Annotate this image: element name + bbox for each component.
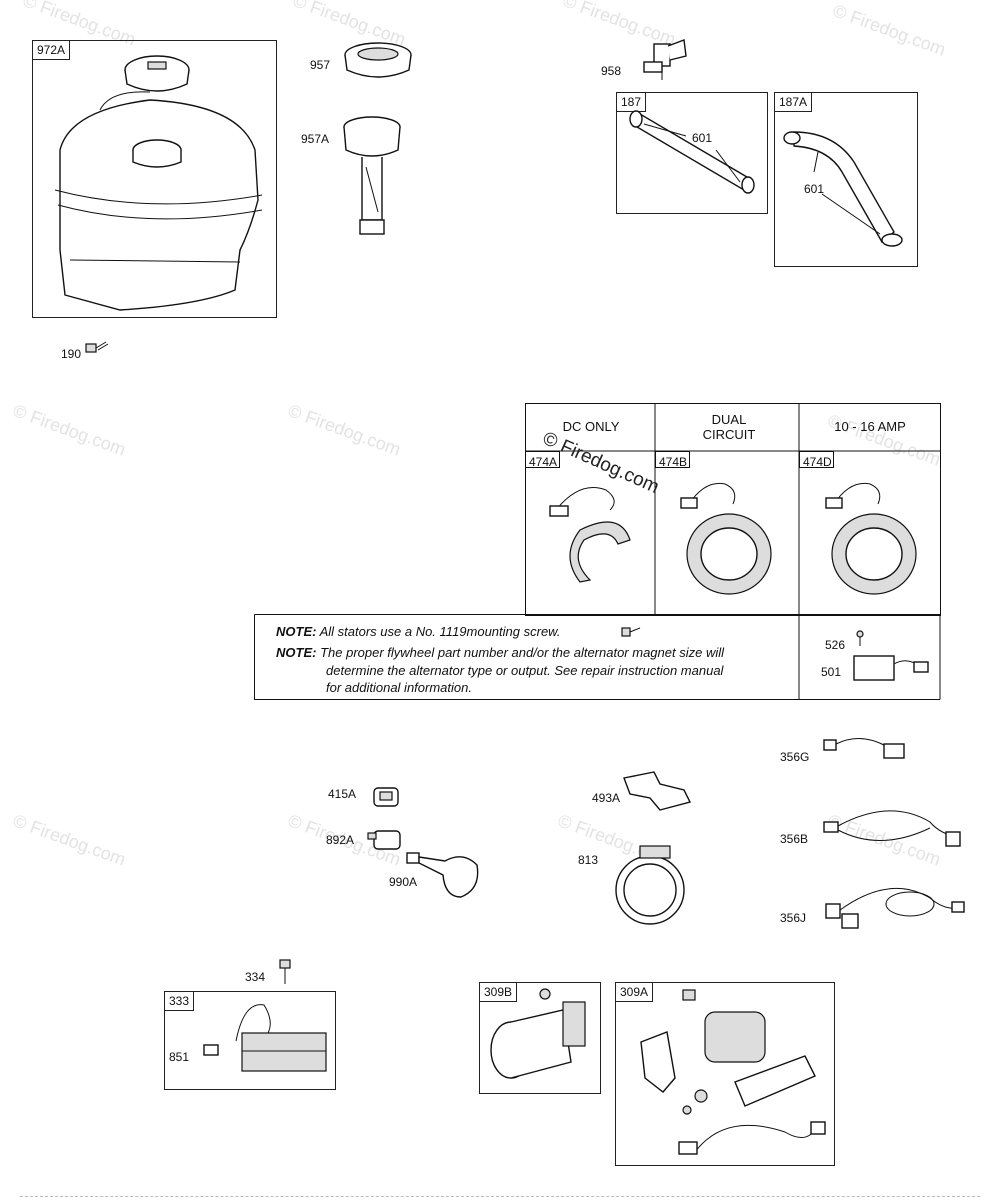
note-2-line-2: determine the alternator type or output.… xyxy=(326,663,724,678)
column-header-dc-only: DC ONLY xyxy=(562,419,620,434)
wire-harness-j-icon xyxy=(825,887,965,929)
note-1: NOTE: All stators use a No. 1119mounting… xyxy=(276,623,560,640)
column-header-amp: 10 - 16 AMP xyxy=(834,419,906,434)
part-label-474A: 474A xyxy=(529,455,558,469)
stator-dc-icon xyxy=(549,487,631,583)
alternator-table xyxy=(525,403,941,616)
column-header-dual-circuit: DUAL CIRCUIT xyxy=(656,412,802,442)
fuel-tank-box: 972A xyxy=(32,40,277,318)
part-label-957A: 957A xyxy=(301,132,330,146)
fuel-hose-icon xyxy=(629,110,755,194)
starter-kit-icon xyxy=(640,989,826,1155)
fuel-valve-icon xyxy=(643,39,687,80)
clamp-icon xyxy=(615,845,685,925)
note-label: NOTE: xyxy=(276,624,317,639)
note-label: NOTE: xyxy=(276,645,317,660)
regulator-icon xyxy=(853,630,929,681)
part-label-813: 813 xyxy=(578,853,599,867)
part-label-526: 526 xyxy=(825,638,846,652)
coil-screw-icon xyxy=(279,959,291,984)
stator-amp-icon xyxy=(825,482,917,595)
fuel-cap-icon xyxy=(344,42,412,78)
part-label-356G: 356G xyxy=(780,750,810,764)
part-label-972A: 972A xyxy=(32,40,71,60)
part-label-334: 334 xyxy=(245,970,266,984)
switch-892A-icon xyxy=(367,830,401,850)
choke-knob-icon xyxy=(406,852,479,898)
note-2-line-3: for additional information. xyxy=(326,680,472,695)
switch-415A-icon xyxy=(373,787,399,807)
watermark: © Firedog.com xyxy=(10,400,129,460)
part-label-501: 501 xyxy=(821,665,842,679)
part-label-474D: 474D xyxy=(803,455,832,469)
notes-box xyxy=(254,614,941,700)
part-label-601: 601 xyxy=(804,182,825,196)
part-label-309A: 309A xyxy=(615,982,654,1002)
part-label-187: 187 xyxy=(616,92,647,112)
bracket-icon xyxy=(623,771,692,811)
curved-hose-icon xyxy=(783,131,903,247)
starter-motor-icon xyxy=(490,988,586,1079)
fuel-hose-box: 187 xyxy=(616,92,768,214)
divider xyxy=(20,1196,980,1197)
watermark: © Firedog.com xyxy=(285,400,404,460)
part-label-190: 190 xyxy=(61,347,82,361)
screw-icon xyxy=(85,341,109,353)
column-header-circuit: CIRCUIT xyxy=(702,427,756,442)
part-label-892A: 892A xyxy=(326,833,355,847)
part-label-333: 333 xyxy=(164,991,195,1011)
part-label-851: 851 xyxy=(169,1050,190,1064)
starter-kit-box: 309A xyxy=(615,982,835,1166)
fuel-hose-box-alt: 187A xyxy=(774,92,918,267)
note-2-line-1: The proper flywheel part number and/or t… xyxy=(320,645,725,660)
part-label-990A: 990A xyxy=(389,875,418,889)
part-label-187A: 187A xyxy=(774,92,813,112)
part-label-957: 957 xyxy=(310,58,331,72)
part-label-356B: 356B xyxy=(780,832,809,846)
part-label-356J: 356J xyxy=(780,911,807,925)
mounting-screw-icon xyxy=(621,627,641,637)
column-header-dual: DUAL xyxy=(711,412,747,427)
part-label-601: 601 xyxy=(692,131,713,145)
watermark: © Firedog.com xyxy=(10,810,129,870)
wire-harness-b-icon xyxy=(823,810,961,847)
note-1-text: All stators use a No. 1119mounting screw… xyxy=(319,624,561,639)
ignition-coil-box: 333 xyxy=(164,991,336,1090)
starter-box: 309B xyxy=(479,982,601,1094)
stator-dual-icon xyxy=(680,482,772,595)
part-label-493A: 493A xyxy=(592,791,621,805)
wire-harness-g-icon xyxy=(823,738,905,759)
note-2: NOTE: The proper flywheel part number an… xyxy=(276,644,724,661)
part-label-958: 958 xyxy=(601,64,622,78)
part-label-415A: 415A xyxy=(328,787,357,801)
ignition-coil-icon xyxy=(203,1004,327,1072)
part-label-309B: 309B xyxy=(479,982,518,1002)
watermark: © Firedog.com xyxy=(830,0,949,60)
dipstick-cap-icon xyxy=(343,116,401,235)
part-label-474B: 474B xyxy=(659,455,688,469)
